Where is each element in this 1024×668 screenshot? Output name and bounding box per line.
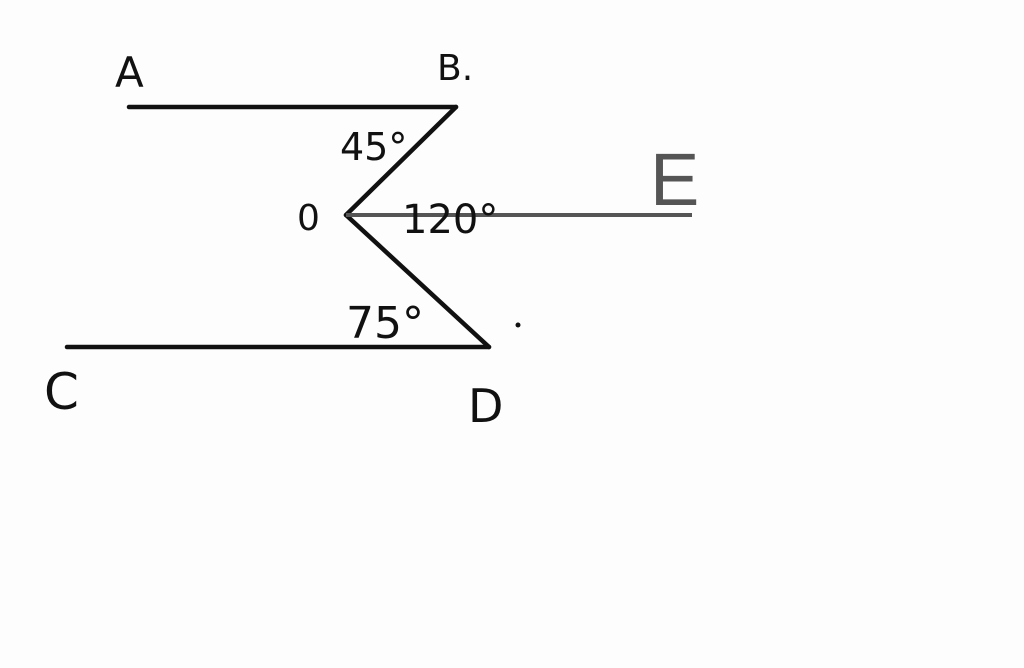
label-point-e: E — [650, 138, 699, 221]
label-point-o: 0 — [297, 198, 320, 239]
angle-label-abo: 45° — [340, 125, 407, 169]
stray-dot — [515, 322, 521, 328]
angle-label-cdo: 75° — [346, 298, 424, 349]
label-point-c: C — [44, 363, 79, 421]
segment-od — [343, 212, 492, 350]
label-point-b: B. — [437, 48, 473, 89]
label-point-a: A — [115, 48, 144, 97]
label-point-d: D — [468, 379, 503, 433]
angle-label-boe: 120° — [402, 197, 498, 243]
segment-bo — [343, 104, 459, 218]
